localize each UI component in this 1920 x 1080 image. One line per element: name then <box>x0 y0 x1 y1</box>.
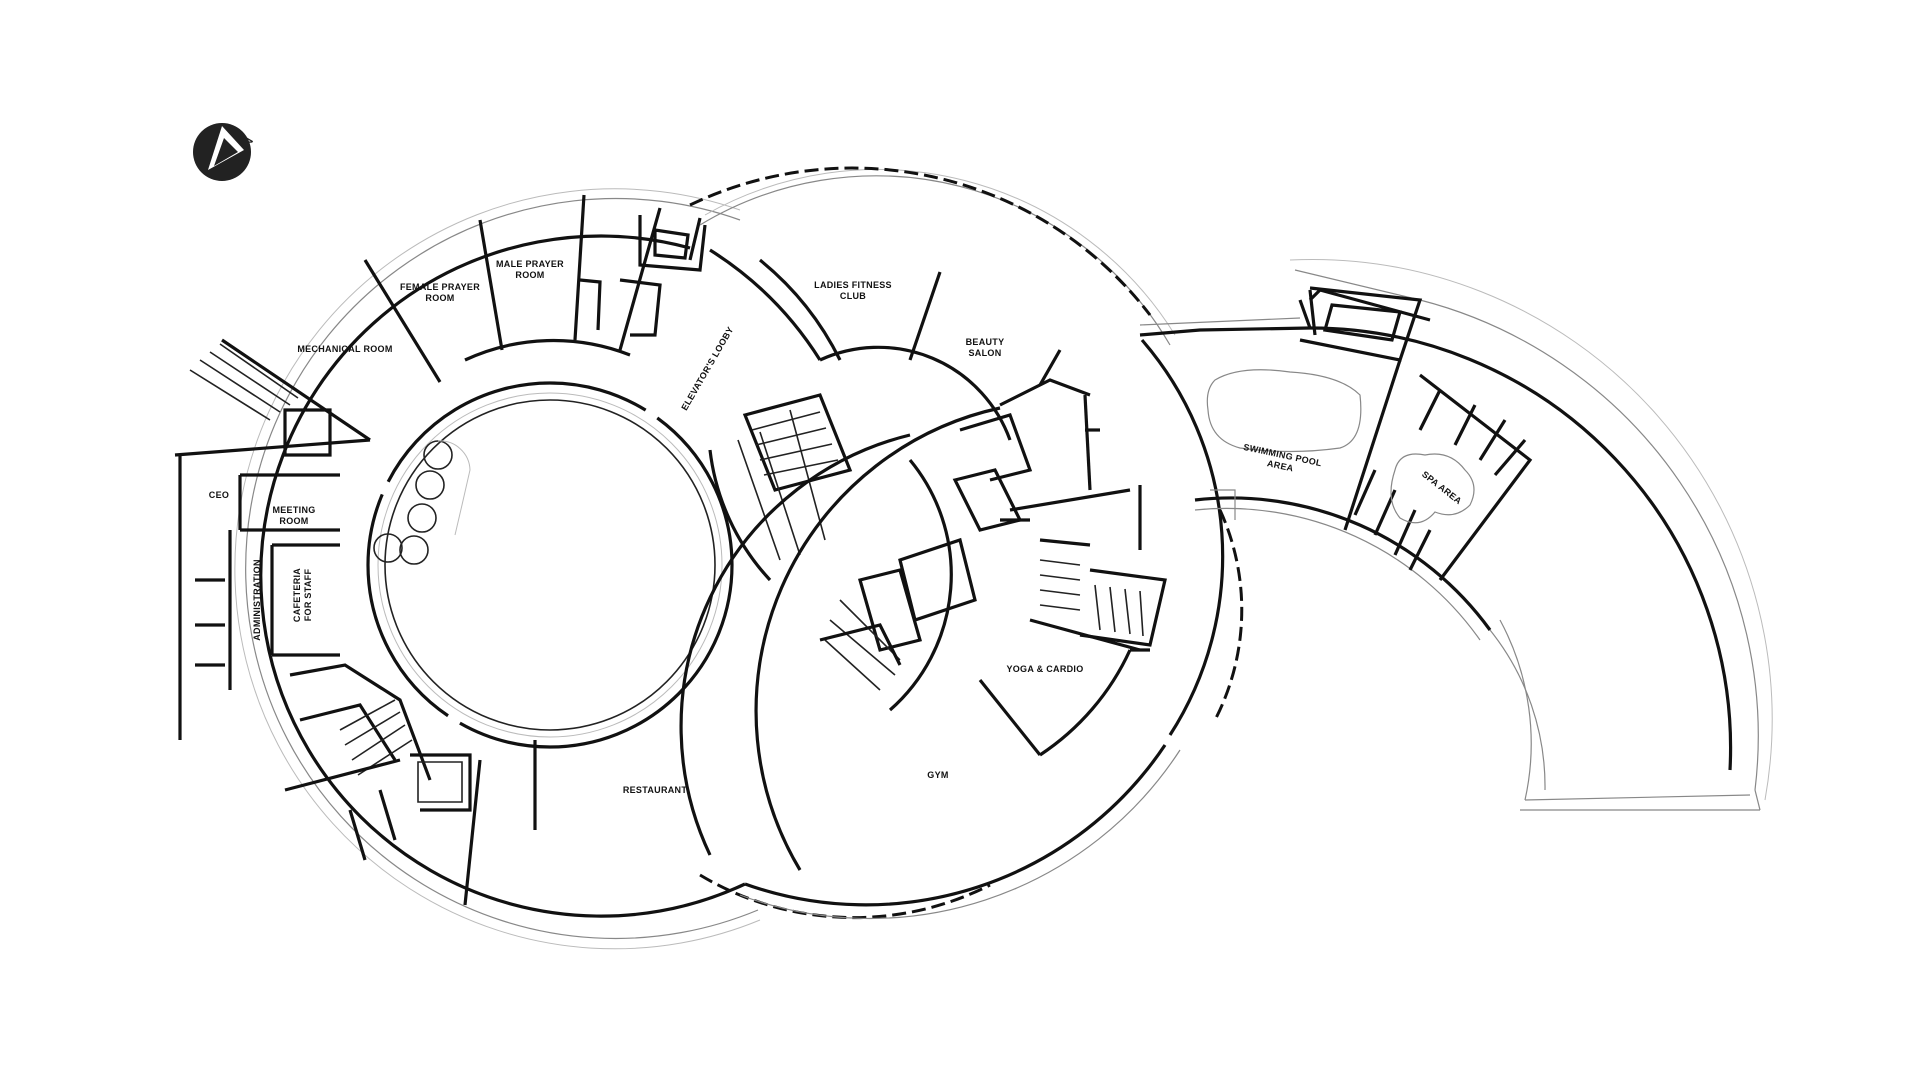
label-gym: GYM <box>927 770 948 780</box>
label-elevators-lobby: ELEVATOR'S LOOBY <box>679 325 735 412</box>
pool-spa-wing <box>1139 258 1773 811</box>
label-cafeteria-for-staff: CAFETERIAFOR STAFF <box>292 568 313 622</box>
fitness-ring <box>739 271 1225 920</box>
label-yoga-cardio: YOGA & CARDIO <box>1006 664 1083 674</box>
label-administration: ADMINISTRATION <box>252 559 262 641</box>
label-mechanical-room: MECHANICAL ROOM <box>297 344 392 354</box>
left-ring-building <box>174 188 761 950</box>
label-spa-area: SPA AREA <box>1420 469 1464 506</box>
label-ceo: CEO <box>209 490 229 500</box>
label-restaurant: RESTAURANT <box>623 785 688 795</box>
north-arrow-icon: N <box>193 123 257 181</box>
label-swimming-pool-area: SWIMMING POOLAREA <box>1240 442 1323 479</box>
central-connector <box>679 166 1176 920</box>
